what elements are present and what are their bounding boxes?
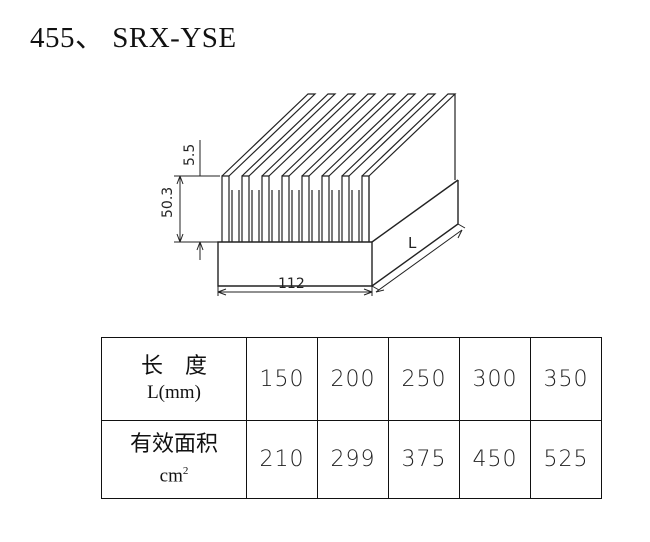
heatsink-drawing: 50.3 5.5 112 L <box>160 93 466 296</box>
spec-table: 长 度 L(mm) 150 200 250 300 350 有效面积 cm2 2… <box>101 337 602 499</box>
dim-fin <box>194 140 220 260</box>
row-header-cn: 有效面积 <box>129 431 218 457</box>
page-title: 455、 SRX-YSE <box>30 22 237 54</box>
dim-width-label: 112 <box>278 276 305 292</box>
row-header-area: 有效面积 cm2 <box>101 420 247 499</box>
dim-height-label: 50.3 <box>160 187 176 218</box>
table-cell: 525 <box>530 420 602 499</box>
dim-length-label: L <box>408 234 417 252</box>
dim-height <box>174 175 220 243</box>
row-header-length: 长 度 L(mm) <box>101 337 247 421</box>
dim-width <box>217 286 373 296</box>
row-header-cn: 长 度 <box>140 354 207 379</box>
table-row-length: 长 度 L(mm) 150 200 250 300 350 <box>101 337 602 421</box>
table-cell: 250 <box>388 337 460 421</box>
table-cell: 350 <box>530 337 602 421</box>
table-row-area: 有效面积 cm2 210 299 375 450 525 <box>101 420 602 499</box>
table-cell: 200 <box>317 337 389 421</box>
dim-length <box>371 223 466 293</box>
table-cell: 299 <box>317 420 389 499</box>
dim-fin-label: 5.5 <box>182 144 198 166</box>
table-cell: 300 <box>459 337 531 421</box>
unit-superscript: 2 <box>182 464 189 477</box>
table-cell: 150 <box>246 337 318 421</box>
row-header-unit: cm2 <box>102 459 246 488</box>
unit-text: cm <box>159 465 183 487</box>
table-cell: 210 <box>246 420 318 499</box>
fins <box>221 93 457 242</box>
row-header-unit: L(mm) <box>147 382 201 403</box>
table-cell: 450 <box>459 420 531 499</box>
table-cell: 375 <box>388 420 460 499</box>
